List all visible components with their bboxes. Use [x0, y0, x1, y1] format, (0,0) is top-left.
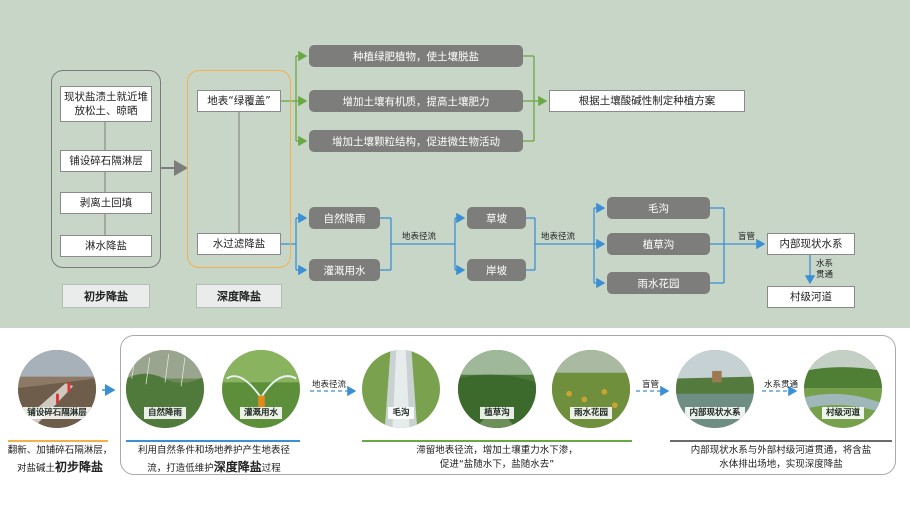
photo-tag-7: 内部现状水系	[685, 407, 745, 419]
caption-deep: 利用自然条件和场地养护产生地表径 流，打造低维护深度降盐过程	[124, 444, 304, 477]
photo-tag-8: 村级河道	[821, 407, 864, 419]
slope-bank: 岸坡	[467, 259, 526, 281]
flow-label-runoff-1: 地表径流	[402, 232, 437, 242]
cover-item-soil-structure: 增加土壤颗粒结构，促进微生物活动	[309, 130, 523, 152]
slope-grass: 草坡	[467, 207, 526, 229]
caption-4-line2: 水体排出场地，实现深度降盐	[719, 459, 843, 471]
stage2-label: 深度降盐	[196, 284, 282, 308]
box-water-filter: 水过滤降盐	[197, 233, 281, 255]
photo-tag-4: 毛沟	[388, 407, 414, 419]
stage1-group	[51, 70, 161, 268]
caption-2-line2: 流，打造低维护深度降盐过程	[147, 460, 281, 475]
channel-ditch: 毛沟	[607, 197, 710, 219]
channel-rain-garden: 雨水花园	[607, 272, 710, 294]
photo-gravel-layer: 铺设碎石隔淋层	[16, 348, 98, 430]
stage2-group	[187, 70, 291, 268]
photo-tag-5: 植草沟	[480, 407, 514, 419]
connector-lines	[104, 50, 816, 289]
photo-irrigation: 灌溉用水	[220, 348, 302, 430]
photo-tag-1: 铺设碎石隔淋层	[23, 407, 91, 419]
photo-village-river: 村级河道	[802, 348, 884, 430]
caption-retention: 滞留地表径流，增加土壤重力水下渗， 促进“盐随水下，盐随水去”	[360, 444, 634, 473]
caption-2-emphasis: 深度降盐	[213, 460, 262, 475]
photo-arrow-label-link: 水系贯通	[764, 380, 799, 390]
photo-internal-water: 内部现状水系	[674, 348, 756, 430]
flow-label-runoff-2: 地表径流	[541, 232, 576, 242]
photo-grass-swale: 植草沟	[456, 348, 538, 430]
cover-item-green-manure: 种植绿肥植物，使土壤脱盐	[309, 45, 523, 67]
cover-item-organic-matter: 增加土壤有机质，提高土壤肥力	[309, 90, 523, 112]
photo-arrows	[8, 384, 892, 442]
photo-tag-3: 灌溉用水	[239, 407, 282, 419]
planting-plan-box: 根据土壤酸碱性制定种植方案	[549, 90, 745, 112]
caption-3-line2: 促进“盐随水下，盐随水去”	[439, 459, 555, 471]
step-gravel-layer: 铺设碎石隔淋层	[60, 150, 152, 172]
step-pile-dry: 现状盐渍土就近堆放松土、晾晒	[60, 86, 152, 122]
photo-arrow-label-pipe: 盲管	[642, 380, 660, 390]
step-leach-water: 淋水降盐	[60, 235, 152, 257]
caption-2-line1: 利用自然条件和场地养护产生地表径	[137, 445, 290, 456]
step-backfill: 剥离土回填	[60, 192, 152, 214]
pipe-label: 盲管	[738, 232, 756, 242]
internal-water-system: 内部现状水系	[767, 233, 855, 255]
photo-natural-rain: 自然降雨	[124, 348, 206, 430]
source-natural-rain: 自然降雨	[309, 207, 380, 229]
caption-1-line1: 翻新、加铺碎石隔淋层，	[7, 445, 113, 456]
caption-3-line1: 滞留地表径流，增加土壤重力水下渗，	[416, 445, 578, 456]
caption-initial: 翻新、加铺碎石隔淋层， 对盐碱土初步降盐	[4, 444, 116, 477]
source-irrigation: 灌溉用水	[309, 259, 380, 281]
photo-rain-garden: 雨水花园	[550, 348, 632, 430]
stage1-label: 初步降盐	[62, 284, 150, 308]
link-label: 水系贯通	[816, 259, 834, 280]
caption-4-line1: 内部现状水系与外部村级河道贯通，将含盐	[690, 445, 872, 456]
flow-diagram-panel: 现状盐渍土就近堆放松土、晾晒 铺设碎石隔淋层 剥离土回填 淋水降盐 初步降盐 地…	[0, 0, 910, 328]
village-river: 村级河道	[767, 286, 855, 308]
photo-tag-2: 自然降雨	[143, 407, 186, 419]
photo-strip: 铺设碎石隔淋层 自然降雨 灌溉用水 地表径流 毛沟 植草沟 雨水花园 盲管 内部…	[0, 328, 910, 512]
caption-1-line2: 对盐碱土初步降盐	[16, 460, 104, 475]
photo-arrow-label-runoff: 地表径流	[312, 380, 347, 390]
caption-drainage: 内部现状水系与外部村级河道贯通，将含盐 水体排出场地，实现深度降盐	[666, 444, 896, 473]
box-green-cover: 地表“绿覆盖”	[197, 90, 281, 112]
photo-ditch: 毛沟	[360, 348, 442, 430]
photo-tag-6: 雨水花园	[569, 407, 612, 419]
photo-frame	[120, 335, 896, 475]
caption-1-emphasis: 初步降盐	[55, 460, 104, 475]
channel-grass-swale: 植草沟	[607, 233, 710, 255]
